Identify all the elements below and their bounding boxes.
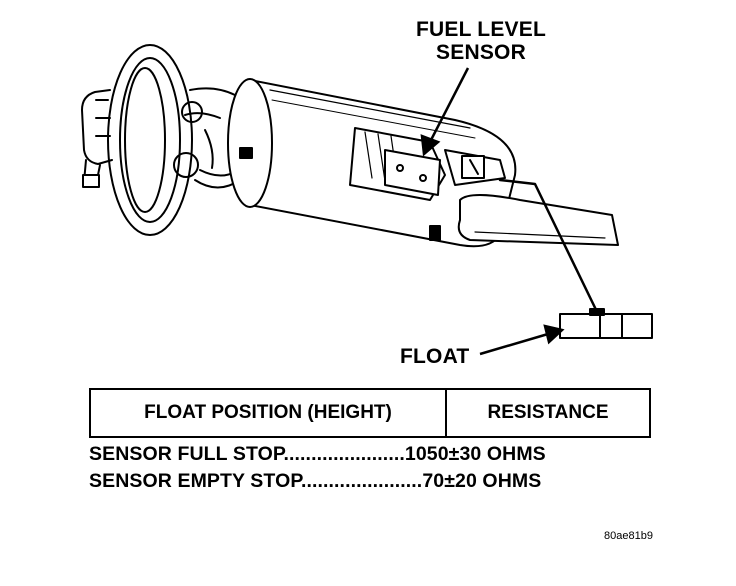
figure-code: 80ae81b9 bbox=[604, 530, 653, 542]
resistance-header: RESISTANCE bbox=[487, 402, 609, 423]
row-leader: ...................... bbox=[300, 470, 423, 492]
row-value: 70±20 OHMS bbox=[422, 470, 542, 492]
fuel-level-sensor-label-line2: SENSOR bbox=[436, 41, 526, 64]
spec-row-empty-stop: SENSOR EMPTY STOP......................7… bbox=[89, 470, 541, 493]
sensor-callout-arrow bbox=[420, 67, 470, 157]
sensor-bracket bbox=[349, 127, 506, 201]
row-leader: ...................... bbox=[283, 443, 405, 465]
float-callout-arrow bbox=[479, 324, 565, 356]
fuel-level-sensor-label: FUEL LEVEL SENSOR bbox=[398, 18, 564, 64]
spec-row-full-stop: SENSOR FULL STOP......................10… bbox=[89, 443, 546, 466]
row-label: SENSOR EMPTY STOP bbox=[89, 470, 301, 492]
spec-table-header: FLOAT POSITION (HEIGHT) RESISTANCE bbox=[89, 388, 651, 438]
module-flange bbox=[81, 44, 241, 236]
float-position-header: FLOAT POSITION (HEIGHT) bbox=[91, 390, 447, 436]
float-label: FLOAT bbox=[400, 345, 470, 368]
row-value: 1050±30 OHMS bbox=[404, 443, 546, 465]
float-arm bbox=[457, 178, 619, 320]
row-label: SENSOR FULL STOP bbox=[89, 443, 284, 465]
fuel-level-sensor-label-line1: FUEL LEVEL bbox=[416, 18, 546, 41]
float bbox=[559, 308, 653, 339]
